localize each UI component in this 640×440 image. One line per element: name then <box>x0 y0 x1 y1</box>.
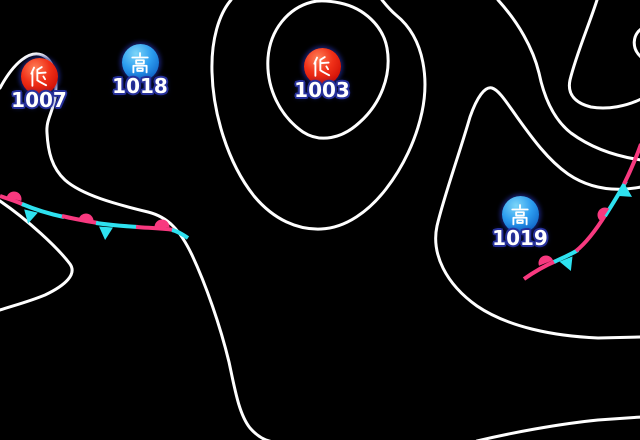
high-kanji-icon <box>511 203 529 225</box>
high-pressure-badge: 高 <box>121 44 159 81</box>
warm-front-semicircle <box>597 207 610 222</box>
stationary-front-east <box>522 143 640 281</box>
pressure-marker-low-1007: 低 1007 <box>7 58 71 110</box>
stationary-front-west <box>0 191 190 240</box>
isobar-southwest-bulge <box>0 199 74 312</box>
warm-front-semicircle <box>78 213 94 223</box>
isobar-corner-arc <box>632 27 640 59</box>
low-pressure-badge: 低 <box>20 58 58 95</box>
front-cold-segment <box>553 248 580 264</box>
warm-front-semicircle <box>538 255 553 266</box>
pressure-marker-high-1019: 高 1019 <box>488 196 552 248</box>
pressure-marker-low-1003: 低 1003 <box>290 48 354 100</box>
low-kanji-icon <box>30 65 48 87</box>
isobar-low-1003-inner <box>266 0 390 140</box>
pressure-value: 1019 <box>492 226 548 250</box>
isobar-bottom-right <box>475 415 640 440</box>
isobar-low-1003-outer <box>210 0 427 231</box>
front-warm-segment <box>522 259 557 281</box>
pressure-value: 1007 <box>11 88 67 112</box>
front-warm-segment <box>574 212 608 253</box>
cold-front-triangle <box>617 184 633 197</box>
isobar-high-1019-sweep <box>434 86 640 340</box>
high-pressure-badge: 高 <box>501 196 539 233</box>
front-cold-segment <box>603 180 628 218</box>
front-cold-segment <box>171 228 190 240</box>
front-cold-segment <box>95 221 139 229</box>
pressure-value: 1003 <box>294 78 350 102</box>
high-kanji-icon <box>131 51 149 73</box>
cold-front-triangle <box>559 256 573 272</box>
isobar-northeast-2 <box>567 0 640 110</box>
pressure-marker-high-1018: 高 1018 <box>108 44 172 96</box>
cold-front-triangle <box>99 226 113 240</box>
warm-front-semicircle <box>154 219 170 228</box>
front-warm-segment <box>622 143 640 185</box>
front-cold-segment <box>21 202 65 219</box>
cold-front-triangle <box>24 209 38 224</box>
low-pressure-badge: 低 <box>303 48 341 85</box>
pressure-value: 1018 <box>112 74 168 98</box>
low-kanji-icon <box>313 55 331 77</box>
isobar-northeast-1 <box>496 0 640 162</box>
front-warm-segment <box>135 225 175 232</box>
warm-front-semicircle <box>6 191 22 201</box>
